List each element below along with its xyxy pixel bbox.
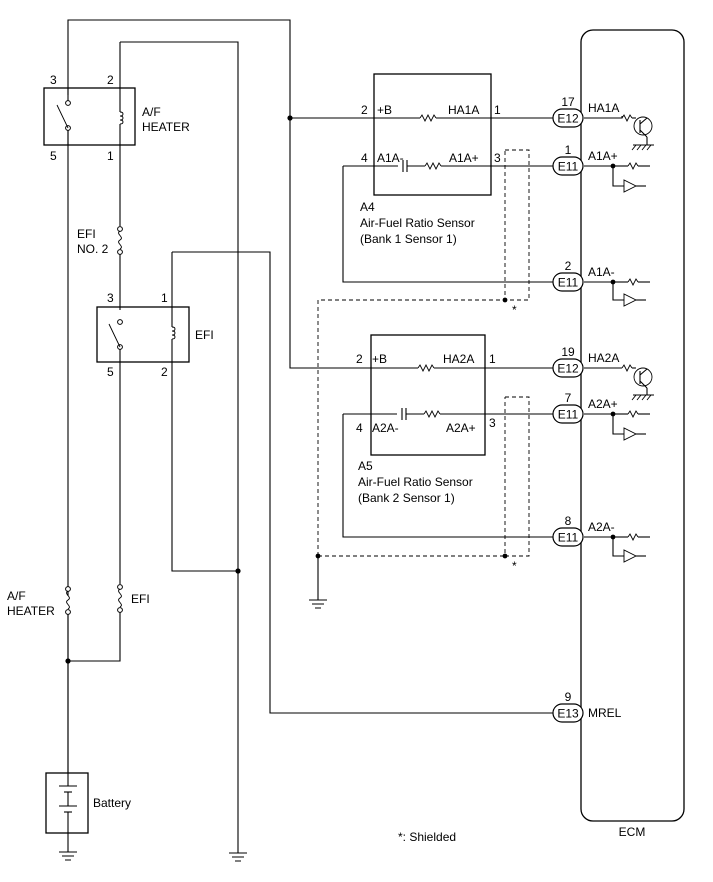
svg-text:3: 3 bbox=[107, 291, 114, 305]
svg-text:A1A-: A1A- bbox=[377, 151, 404, 165]
ecm-label: ECM bbox=[619, 825, 646, 839]
svg-text:+B: +B bbox=[372, 352, 387, 366]
svg-text:E11: E11 bbox=[558, 160, 579, 174]
ecm-heater1-transistor bbox=[633, 116, 653, 136]
svg-text:NO. 2: NO. 2 bbox=[77, 242, 109, 256]
svg-text:3: 3 bbox=[494, 151, 501, 165]
svg-text:HA1A: HA1A bbox=[448, 103, 479, 117]
svg-text:17: 17 bbox=[561, 95, 575, 109]
efi-no2-fuse-label: EFI bbox=[77, 227, 96, 241]
af-heater-relay-coil bbox=[119, 111, 124, 125]
svg-text:(Bank 1 Sensor 1): (Bank 1 Sensor 1) bbox=[360, 232, 457, 246]
sensor-a4-box bbox=[373, 73, 492, 196]
svg-text:1: 1 bbox=[494, 103, 501, 117]
svg-text:1: 1 bbox=[565, 143, 572, 157]
svg-text:HA2A: HA2A bbox=[443, 352, 474, 366]
svg-text:2: 2 bbox=[107, 73, 114, 87]
svg-text:A1A+: A1A+ bbox=[588, 149, 618, 163]
ground-shield bbox=[309, 599, 327, 609]
svg-text:5: 5 bbox=[107, 365, 114, 379]
ecm-terminal-ha2a: E12 19 HA2A bbox=[552, 345, 619, 378]
svg-text:(Bank 2 Sensor 1): (Bank 2 Sensor 1) bbox=[358, 491, 455, 505]
svg-text:E12: E12 bbox=[557, 112, 579, 126]
sensor-a5: 2 +B HA2A 1 4 A2A- A2A+ 3 A5 Air-Fuel Ra… bbox=[356, 352, 496, 505]
svg-text:A1A+: A1A+ bbox=[449, 151, 479, 165]
svg-text:MREL: MREL bbox=[588, 706, 622, 720]
svg-text:1: 1 bbox=[161, 291, 168, 305]
efi-relay bbox=[96, 306, 190, 363]
svg-text:E11: E11 bbox=[558, 408, 579, 422]
ecm-terminal-mrel: E13 9 MREL bbox=[552, 690, 622, 723]
svg-text:2: 2 bbox=[361, 103, 368, 117]
af-heater-relay-label: A/F bbox=[142, 105, 161, 119]
svg-text:5: 5 bbox=[50, 149, 57, 163]
af-heater-fuse-label: A/F bbox=[7, 589, 26, 603]
efi-fuse bbox=[118, 588, 122, 608]
ground-battery bbox=[59, 851, 77, 861]
svg-text:+B: +B bbox=[377, 103, 392, 117]
svg-text:1: 1 bbox=[107, 149, 114, 163]
shield-marker-a5: * bbox=[512, 559, 517, 573]
ecm-box bbox=[580, 29, 685, 822]
efi-relay-coil bbox=[171, 326, 176, 340]
efi-fuse-label: EFI bbox=[131, 592, 150, 606]
svg-text:HEATER: HEATER bbox=[142, 120, 190, 134]
battery-label: Battery bbox=[93, 796, 131, 810]
svg-text:4: 4 bbox=[356, 421, 363, 435]
svg-text:E12: E12 bbox=[557, 362, 579, 376]
svg-text:3: 3 bbox=[50, 73, 57, 87]
svg-text:4: 4 bbox=[361, 151, 368, 165]
shield-a4 bbox=[317, 299, 508, 556]
efi-no2-fuse bbox=[118, 230, 122, 250]
svg-text:A5: A5 bbox=[358, 459, 373, 473]
shield-marker-a4: * bbox=[512, 303, 517, 317]
ecm-terminal-a1a-minus: E11 2 A1A- bbox=[552, 259, 615, 292]
svg-text:2: 2 bbox=[356, 352, 363, 366]
af-heater-relay bbox=[43, 87, 136, 146]
ecm-terminal-a2a-minus: E11 8 A2A- bbox=[552, 514, 615, 547]
svg-text:8: 8 bbox=[565, 514, 572, 528]
battery bbox=[45, 772, 89, 834]
svg-text:HEATER: HEATER bbox=[7, 604, 55, 618]
svg-text:Air-Fuel Ratio Sensor: Air-Fuel Ratio Sensor bbox=[360, 216, 475, 230]
svg-text:A2A-: A2A- bbox=[588, 520, 615, 534]
svg-text:19: 19 bbox=[561, 345, 575, 359]
svg-text:A4: A4 bbox=[360, 200, 375, 214]
svg-text:A1A-: A1A- bbox=[588, 265, 615, 279]
svg-text:E11: E11 bbox=[558, 531, 579, 545]
svg-text:7: 7 bbox=[565, 391, 572, 405]
svg-text:3: 3 bbox=[489, 416, 496, 430]
svg-text:9: 9 bbox=[565, 690, 572, 704]
sensor-a4: 2 +B HA1A 1 4 A1A- A1A+ 3 A4 Air-Fuel Ra… bbox=[360, 103, 501, 246]
ecm-terminal-ha1a: E12 17 HA1A bbox=[552, 95, 619, 128]
svg-text:E13: E13 bbox=[557, 707, 579, 721]
svg-text:2: 2 bbox=[161, 365, 168, 379]
svg-text:A2A+: A2A+ bbox=[446, 421, 476, 435]
svg-text:2: 2 bbox=[565, 259, 572, 273]
sensor-a5-box bbox=[370, 334, 486, 456]
ecm-terminal-a1a-plus: E11 1 A1A+ bbox=[552, 143, 618, 176]
svg-text:E11: E11 bbox=[558, 276, 579, 290]
efi-relay-label: EFI bbox=[195, 328, 214, 342]
ecm-heater2-transistor bbox=[633, 367, 653, 387]
svg-text:HA2A: HA2A bbox=[588, 351, 619, 365]
af-heater-fuse bbox=[66, 590, 70, 610]
svg-text:1: 1 bbox=[489, 352, 496, 366]
ground-efi bbox=[229, 852, 247, 862]
svg-text:A2A-: A2A- bbox=[372, 421, 399, 435]
svg-text:A2A+: A2A+ bbox=[588, 397, 618, 411]
svg-text:Air-Fuel Ratio Sensor: Air-Fuel Ratio Sensor bbox=[358, 475, 473, 489]
svg-text:HA1A: HA1A bbox=[588, 101, 619, 115]
shield-note: *: Shielded bbox=[398, 830, 456, 844]
ecm-terminal-a2a-plus: E11 7 A2A+ bbox=[552, 391, 618, 424]
